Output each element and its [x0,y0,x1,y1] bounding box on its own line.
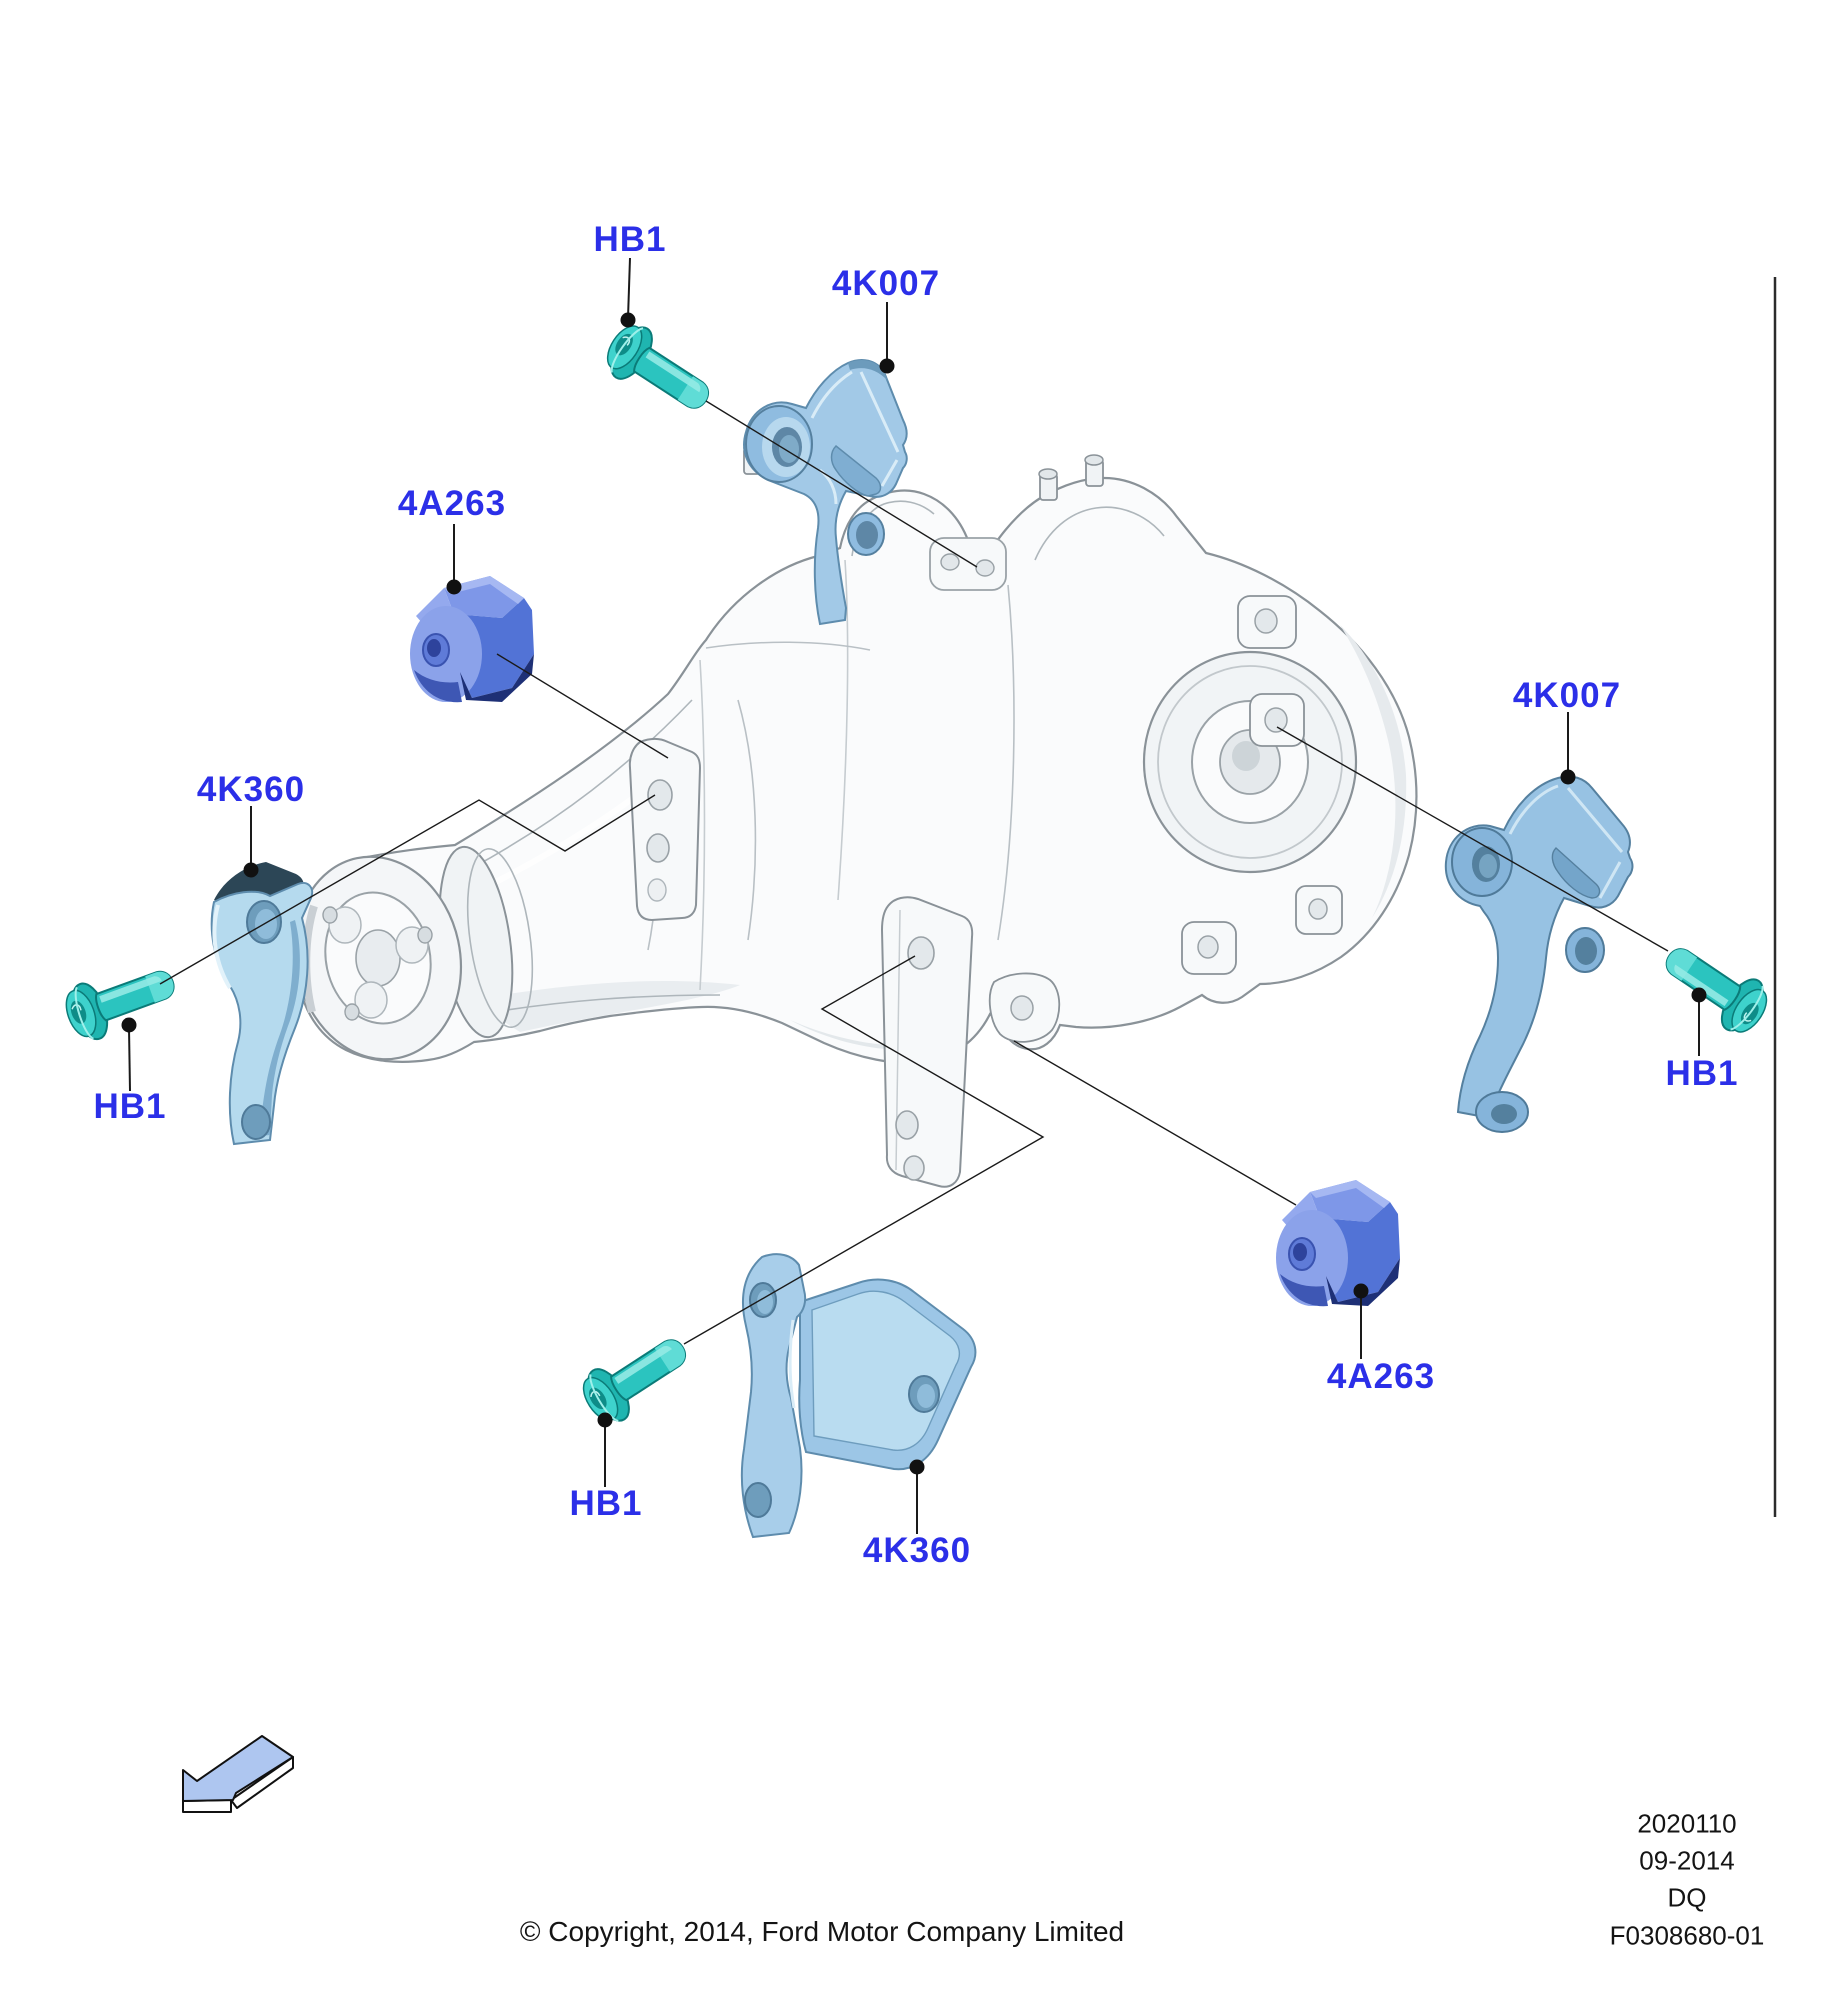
figure-number: F0308680-01 [1609,1920,1765,1951]
label-leader-lines [128,257,1700,1534]
rear-cover-face [1142,650,1358,874]
differential-housing [293,424,1418,1188]
part-label-hb1-bottom: HB1 [569,1484,643,1523]
front-left-mount-plate [628,738,702,922]
part-label-4k007-top: 4K007 [831,264,941,303]
part-label-hb1-left: HB1 [93,1087,167,1126]
part-label-4a263-right: 4A263 [1326,1357,1436,1396]
bolt-hb1-top [596,315,723,427]
bolt-hb1-right [1652,930,1778,1043]
assembly-lines [159,400,1669,1345]
leader-dots [121,312,1707,1475]
part-label-hb1-right: HB1 [1665,1054,1739,1093]
bracket-4k360-bottom [740,1253,977,1539]
bracket-4k007-right [1444,775,1634,1133]
damper-4a263-left [409,575,535,704]
bracket-4k007-top [743,359,908,626]
copyright-notice: © Copyright, 2014, Ford Motor Company Li… [519,1916,1125,1947]
right-mount-plate [880,896,974,1188]
bracket-4k360-left [210,862,314,1146]
part-label-hb1-top: HB1 [593,220,667,259]
doc-date: 09-2014 [1639,1845,1735,1876]
doc-number: 2020110 [1637,1808,1737,1839]
damper-4a263-right [1275,1179,1401,1308]
doc-code: DQ [1667,1882,1707,1913]
direction-arrow-icon [182,1735,294,1813]
part-label-4a263-left: 4A263 [397,484,507,523]
part-label-4k007-right: 4K007 [1512,676,1622,715]
part-label-4k360-bottom: 4K360 [862,1531,972,1570]
bolt-hb1-left [58,952,184,1048]
bolt-hb1-bottom [573,1321,700,1433]
part-label-4k360-left: 4K360 [196,770,306,809]
